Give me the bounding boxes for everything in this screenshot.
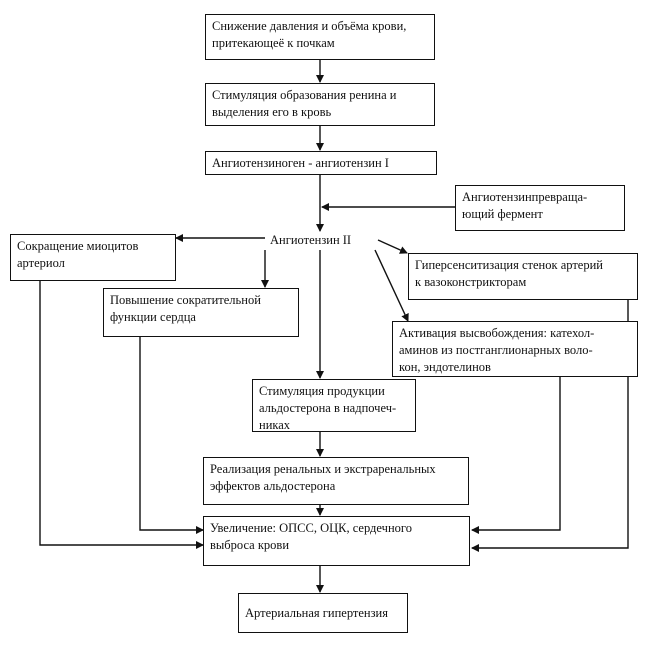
box-aldosterone: Стимуляция продукции альдостерона в надп… <box>252 379 416 432</box>
box-renal-effects: Реализация ренальных и экстраренальных э… <box>203 457 469 505</box>
text-line: Стимуляция продукции <box>259 384 385 398</box>
box-heart-contractility: Повышение сократительной функции сердца <box>103 288 299 337</box>
text-line: притекающеё к почкам <box>212 36 335 50</box>
text-line: Повышение сократительной <box>110 293 261 307</box>
text-line: выделения его в кровь <box>212 105 332 119</box>
text-line: ющий фермент <box>462 207 543 221</box>
text-line: артериол <box>17 256 65 270</box>
box-hypersensitization: Гиперсенситизация стенок артерий к вазок… <box>408 253 638 300</box>
arrow-hyper-increase <box>471 300 629 552</box>
text-line: Ангиотензинпревраща- <box>462 190 588 204</box>
box-renin: Стимуляция образования ренина и выделени… <box>205 83 435 126</box>
box-ace: Ангиотензинпревраща- ющий фермент <box>455 185 625 231</box>
arrow-catech-increase <box>471 377 561 534</box>
text-line: Увеличение: ОПСС, ОЦК, сердечного <box>210 521 412 535</box>
arrow-ang2-hyper <box>377 239 408 254</box>
text-line: Снижение давления и объёма крови, <box>212 19 407 33</box>
text-line: никах <box>259 418 291 432</box>
box-arterial-hypertension: Артериальная гипертензия <box>238 593 408 633</box>
text-line: эффектов альдостерона <box>210 479 336 493</box>
text-line: функции сердца <box>110 310 196 324</box>
text-line: к вазоконстрикторам <box>415 275 527 289</box>
text-line: Активация высвобождения: катехол- <box>399 326 595 340</box>
text-line: Реализация ренальных и экстраренальных <box>210 462 436 476</box>
arrow-myo-increase <box>39 281 204 549</box>
box-catecholamines: Активация высвобождения: катехол- аминов… <box>392 321 638 377</box>
box-increase: Увеличение: ОПСС, ОЦК, сердечного выброс… <box>203 516 470 566</box>
arrow-heart-increase <box>139 337 204 534</box>
text-line: альдостерона в надпочеч- <box>259 401 397 415</box>
text-line: кон, эндотелинов <box>399 360 491 374</box>
arrow-ang2-catech <box>374 249 409 322</box>
text-line: Ангиотензиноген - ангиотензин I <box>212 156 389 170</box>
box-pressure-drop: Снижение давления и объёма крови, притек… <box>205 14 435 60</box>
text-line: выброса крови <box>210 538 290 552</box>
text-line: Артериальная гипертензия <box>245 605 388 620</box>
text-line: Гиперсенситизация стенок артерий <box>415 258 603 272</box>
label-angiotensin-ii: Ангиотензин II <box>267 232 355 248</box>
text-line: аминов из постганглионарных воло- <box>399 343 593 357</box>
text-line: Стимуляция образования ренина и <box>212 88 397 102</box>
text-line: Сокращение миоцитов <box>17 239 139 253</box>
box-angiotensinogen: Ангиотензиноген - ангиотензин I <box>205 151 437 175</box>
box-myocytes: Сокращение миоцитов артериол <box>10 234 176 281</box>
